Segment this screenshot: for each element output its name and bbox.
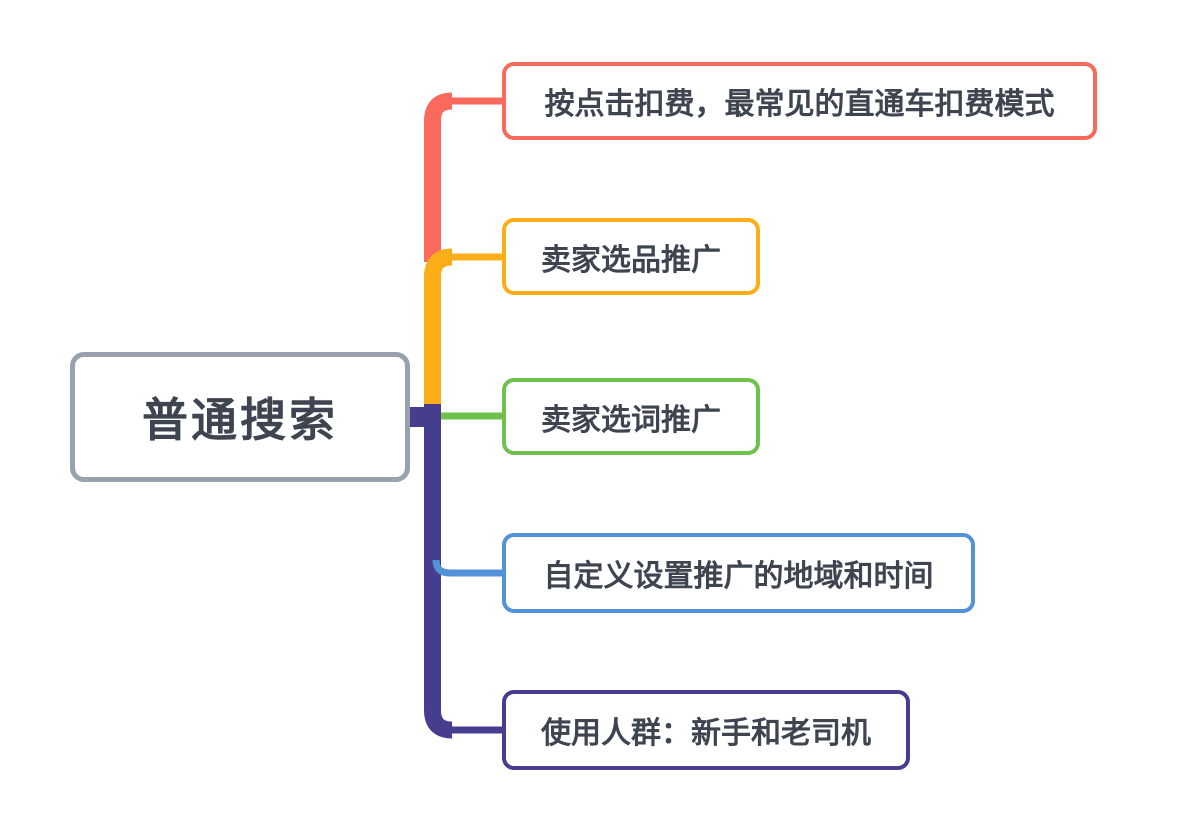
- branch-node-label: 使用人群：新手和老司机: [541, 717, 871, 750]
- branch-node-label: 卖家选词推广: [541, 403, 721, 437]
- branch-node-region-time[interactable]: 自定义设置推广的地域和时间: [502, 533, 975, 613]
- branch-node-label: 自定义设置推广的地域和时间: [543, 560, 934, 593]
- trunk-segment-branch2: [424, 248, 453, 412]
- branch-node-keyword-promotion[interactable]: 卖家选词推广: [502, 378, 760, 455]
- branch-node-label: 卖家选品推广: [541, 243, 721, 277]
- connector-branch4: [432, 559, 504, 577]
- branch-node-user-group[interactable]: 使用人群：新手和老司机: [502, 690, 910, 770]
- branch-node-product-promotion[interactable]: 卖家选品推广: [502, 218, 760, 295]
- central-node-label: 普通搜索: [142, 394, 338, 446]
- central-node[interactable]: 普通搜索: [70, 352, 410, 482]
- trunk-segment-branch1: [424, 92, 453, 262]
- branch-node-label: 按点击扣费，最常见的直通车扣费模式: [544, 88, 1055, 121]
- branch-node-pay-per-click[interactable]: 按点击扣费，最常见的直通车扣费模式: [502, 62, 1097, 140]
